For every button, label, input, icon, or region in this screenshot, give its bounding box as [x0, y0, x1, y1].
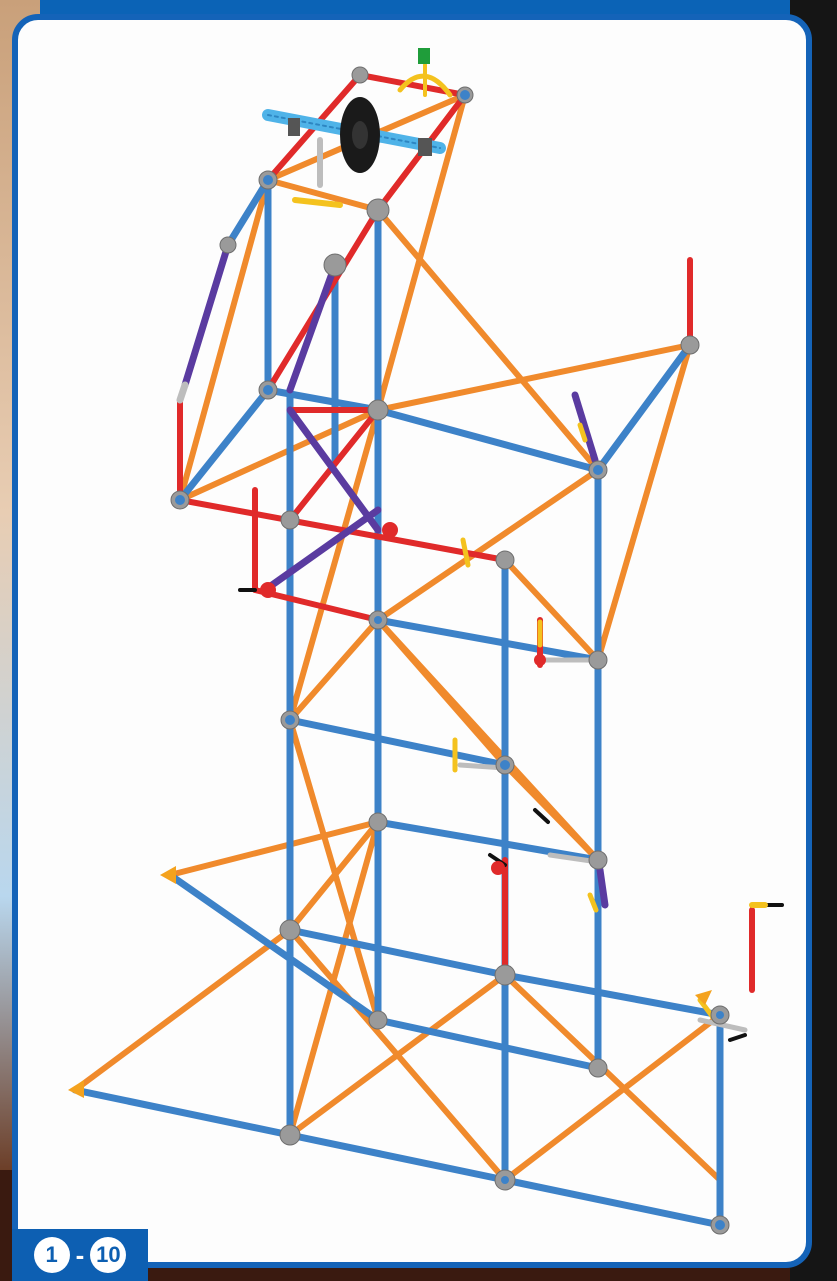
purple-rods: [181, 241, 609, 909]
step-current: 1: [33, 1237, 70, 1273]
gray-hubs: [170, 66, 730, 1235]
step-indicator: 1 - 10: [12, 1229, 148, 1281]
top-yellow-connector: [397, 48, 453, 98]
illustration-frame: [12, 14, 812, 1268]
red-hubs: [260, 522, 546, 875]
step-total: 10: [90, 1237, 127, 1273]
orange-rods: [72, 92, 723, 1183]
blue-hub-accents: [175, 90, 725, 1230]
top-wheel-assembly: [262, 97, 446, 173]
green-connector: [418, 48, 430, 64]
step-separator: -: [75, 1239, 85, 1270]
orange-corner-pieces: [68, 866, 712, 1098]
